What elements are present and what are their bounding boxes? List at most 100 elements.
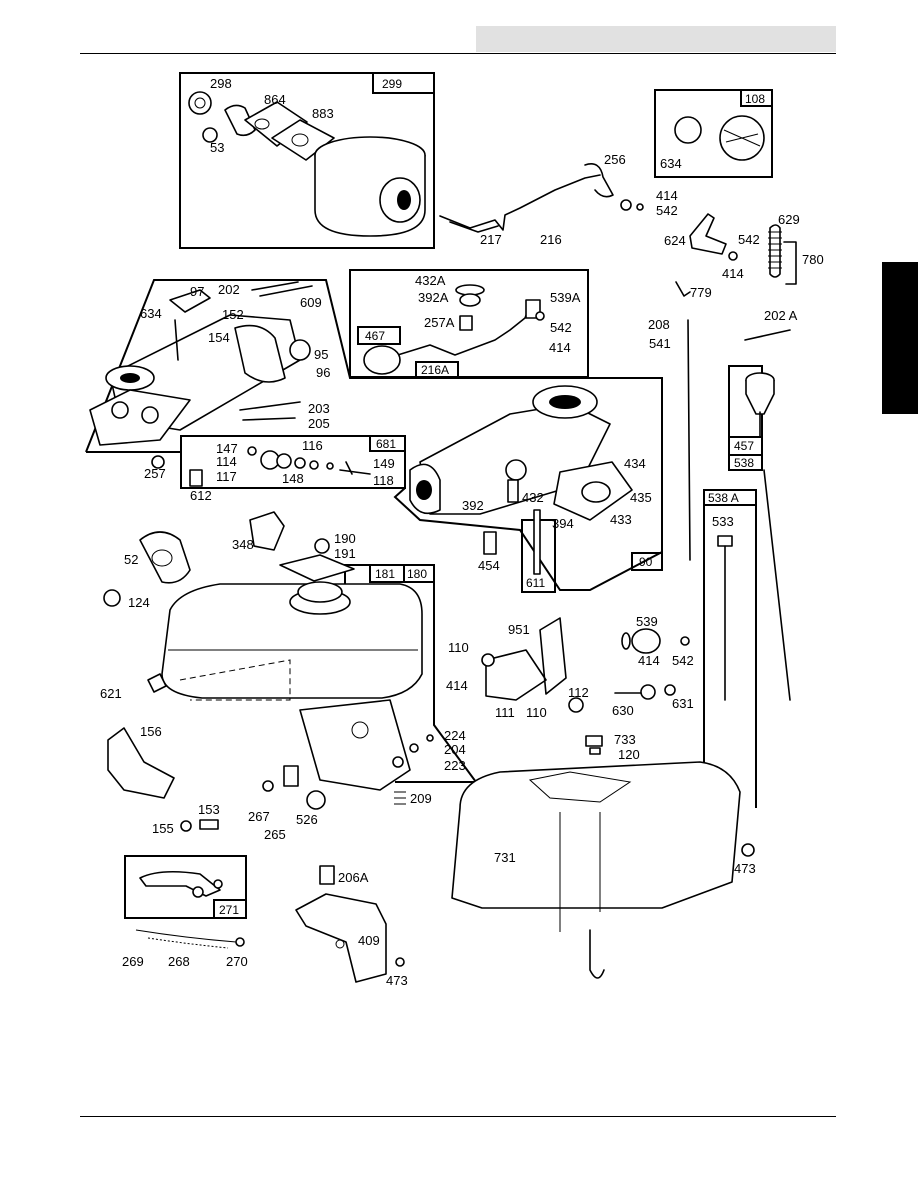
part-label: 473 — [734, 861, 756, 876]
kit-box-label: 90 — [639, 555, 653, 569]
kit-box-label: 457 — [734, 439, 754, 453]
link-kit-frame — [124, 855, 247, 919]
part-label: 612 — [190, 488, 212, 503]
part-label: 731 — [494, 850, 516, 865]
part-label: 116 — [302, 438, 323, 453]
part-label: 217 — [480, 232, 502, 247]
kit-box-label: 467 — [365, 329, 385, 343]
part-label: 526 — [296, 812, 318, 827]
carburetor-left — [89, 281, 313, 487]
choke-kit-frame — [654, 89, 773, 178]
part-label: 256 — [604, 152, 626, 167]
air-cleaner-assembly — [188, 91, 426, 237]
part-label: 204 — [444, 742, 466, 757]
part-label: 120 — [618, 747, 640, 762]
part-label: 111 — [495, 705, 515, 720]
part-label: 147 — [216, 441, 238, 456]
part-label: 209 — [410, 791, 432, 806]
part-label: 124 — [128, 595, 150, 610]
dipstick — [717, 372, 791, 701]
part-label: 542 — [738, 232, 760, 247]
part-label: 224 — [444, 728, 466, 743]
part-label: 394 — [552, 516, 574, 531]
part-label: 433 — [610, 512, 632, 527]
part-label: 779 — [690, 285, 712, 300]
part-label: 348 — [232, 537, 254, 552]
part-label: 435 — [630, 490, 652, 505]
box-299 — [372, 72, 435, 94]
part-label: 951 — [508, 622, 530, 637]
bracket-409 — [295, 865, 405, 983]
part-label: 542 — [672, 653, 694, 668]
part-label: 203 — [308, 401, 330, 416]
part-label: 153 — [198, 802, 220, 817]
part-label: 257 — [144, 466, 166, 481]
kit-box-label: 681 — [376, 437, 396, 451]
part-label: 117 — [216, 469, 237, 484]
part-label: 542 — [550, 320, 572, 335]
part-label: 432 — [522, 490, 544, 505]
part-label: 539 — [636, 614, 658, 629]
kit-box-label: 180 — [407, 567, 427, 581]
part-label: 434 — [624, 456, 646, 471]
choke-and-linkage — [439, 115, 797, 561]
part-label: 473 — [386, 973, 408, 988]
box-271 — [213, 899, 247, 919]
part-label: 152 — [222, 307, 244, 322]
part-label: 733 — [614, 732, 636, 747]
part-label: 634 — [660, 156, 682, 171]
part-label: 257A — [424, 315, 455, 330]
part-label: 409 — [358, 933, 380, 948]
dipstick-frame — [728, 365, 763, 471]
box-108 — [740, 89, 773, 107]
part-label: 454 — [478, 558, 500, 573]
kit-box-label: 108 — [745, 92, 765, 106]
part-label: 414 — [446, 678, 468, 693]
part-label: 110 — [526, 705, 547, 720]
brackets-and-levers — [107, 617, 690, 832]
box-467 — [357, 326, 401, 345]
part-label: 205 — [308, 416, 330, 431]
part-label: 392 — [462, 498, 484, 513]
air-cleaner-frame — [179, 72, 435, 249]
part-label: 541 — [649, 336, 671, 351]
part-label: 634 — [140, 306, 162, 321]
part-label: 624 — [664, 233, 686, 248]
part-label: 609 — [300, 295, 322, 310]
part-label: 631 — [672, 696, 694, 711]
part-label: 414 — [656, 188, 678, 203]
part-label: 630 — [612, 703, 634, 718]
part-label: 155 — [152, 821, 174, 836]
part-label: 114 — [216, 454, 237, 469]
carburetor-right — [409, 385, 633, 575]
part-label: 216 — [540, 232, 562, 247]
box-538A — [703, 489, 757, 506]
part-label: 52 — [124, 552, 138, 567]
part-label: 97 — [190, 284, 204, 299]
part-label: 533 — [712, 514, 734, 529]
part-label: 149 — [373, 456, 395, 471]
part-label: 392A — [418, 290, 449, 305]
part-label: 539A — [550, 290, 581, 305]
part-label: 268 — [168, 954, 190, 969]
box-180 — [403, 564, 435, 583]
kit-box-label: 299 — [382, 77, 402, 91]
part-label: 265 — [264, 827, 286, 842]
part-label: 156 — [140, 724, 162, 739]
part-label: 208 — [648, 317, 670, 332]
part-label: 202 A — [764, 308, 798, 323]
part-label: 96 — [316, 365, 330, 380]
part-label: 629 — [778, 212, 800, 227]
part-labels: 298 864 883 53 299 108 634 256 414 542 2… — [100, 76, 824, 988]
part-label: 148 — [282, 471, 304, 486]
part-label: 621 — [100, 686, 122, 701]
blower-housing — [451, 735, 755, 979]
part-label: 95 — [314, 347, 328, 362]
part-label: 414 — [722, 266, 744, 281]
kit-box-label: 611 — [526, 576, 545, 590]
part-label: 202 — [218, 282, 240, 297]
part-label: 118 — [373, 473, 394, 488]
part-label: 780 — [802, 252, 824, 267]
part-label: 542 — [656, 203, 678, 218]
part-label: 414 — [549, 340, 571, 355]
